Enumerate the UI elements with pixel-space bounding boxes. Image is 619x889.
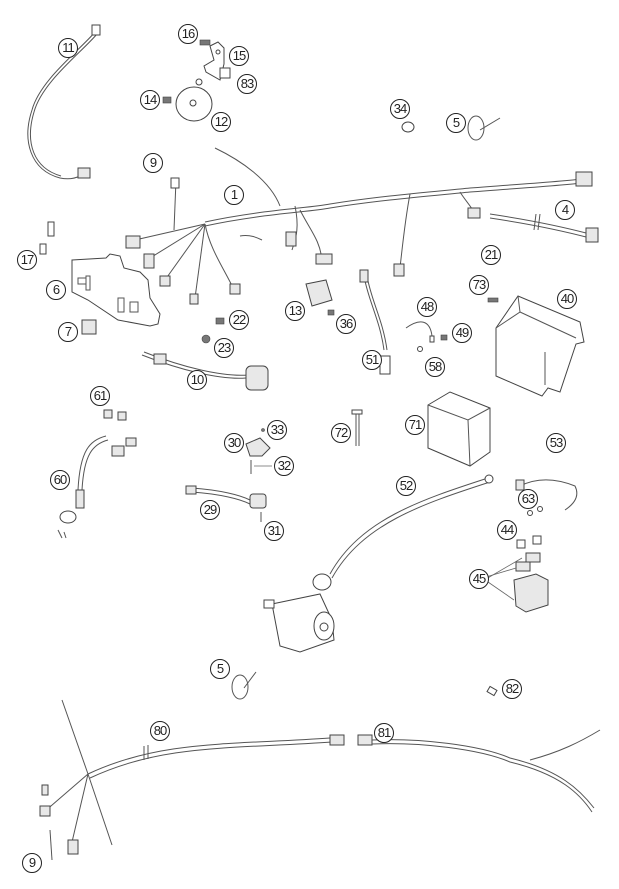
part-13-regulator [305, 279, 333, 307]
callout-14[interactable]: 14 [140, 90, 160, 110]
callout-81[interactable]: 81 [374, 723, 394, 743]
part-61-fuse-holder [103, 409, 127, 421]
callout-23[interactable]: 23 [214, 338, 234, 358]
callout-1[interactable]: 1 [224, 185, 244, 205]
part-60-cable [57, 435, 137, 539]
part-45-starter-relay [485, 552, 549, 613]
part-7-relay [81, 319, 97, 335]
callout-31[interactable]: 31 [264, 521, 284, 541]
part-14-bolt [162, 96, 172, 104]
callout-60[interactable]: 60 [50, 470, 70, 490]
part-34-clip [401, 121, 415, 133]
callout-80[interactable]: 80 [150, 721, 170, 741]
callout-72[interactable]: 72 [331, 423, 351, 443]
part-63-screws [527, 506, 543, 516]
callout-45[interactable]: 45 [469, 569, 489, 589]
callout-40[interactable]: 40 [557, 289, 577, 309]
part-73-screw [487, 297, 499, 303]
callout-32[interactable]: 32 [274, 456, 294, 476]
part-17-bulb [39, 221, 55, 255]
part-53-cable [515, 479, 578, 511]
callout-4[interactable]: 4 [555, 200, 575, 220]
callout-63[interactable]: 63 [518, 489, 538, 509]
callout-6[interactable]: 6 [46, 280, 66, 300]
part-80-harness [39, 699, 345, 861]
callout-5[interactable]: 5 [446, 113, 466, 133]
part-22-screw [215, 317, 225, 325]
callout-53[interactable]: 53 [546, 433, 566, 453]
part-72-fuse [351, 409, 363, 446]
callout-49[interactable]: 49 [452, 323, 472, 343]
part-51-sensor [359, 269, 391, 375]
part-48-wire [405, 321, 435, 343]
part-5-cable-tie [467, 115, 501, 141]
callout-83[interactable]: 83 [237, 74, 257, 94]
callout-7[interactable]: 7 [58, 322, 78, 342]
part-81-harness [357, 729, 601, 813]
callout-51[interactable]: 51 [362, 350, 382, 370]
callout-82[interactable]: 82 [502, 679, 522, 699]
callout-9-lower[interactable]: 9 [22, 853, 42, 873]
part-36-bolt [327, 309, 335, 316]
callout-58[interactable]: 58 [425, 357, 445, 377]
callout-13[interactable]: 13 [285, 301, 305, 321]
part-40-battery-box [495, 295, 585, 397]
callout-5-lower[interactable]: 5 [210, 659, 230, 679]
part-30-cover [245, 437, 271, 457]
callout-17[interactable]: 17 [17, 250, 37, 270]
part-6-mounting-plate [71, 253, 161, 327]
part-4-cable [489, 213, 599, 243]
callout-22[interactable]: 22 [229, 310, 249, 330]
part-52-starter-cable [312, 474, 494, 591]
part-16-bolt [199, 39, 211, 46]
callout-36[interactable]: 36 [336, 314, 356, 334]
part-82-fuse [486, 685, 498, 697]
callout-12[interactable]: 12 [211, 112, 231, 132]
callout-33[interactable]: 33 [267, 420, 287, 440]
callout-29[interactable]: 29 [200, 500, 220, 520]
callout-9[interactable]: 9 [143, 153, 163, 173]
callout-73[interactable]: 73 [469, 275, 489, 295]
part-71-battery [427, 391, 491, 467]
part-32-screw [250, 460, 272, 474]
callout-11[interactable]: 11 [58, 38, 78, 58]
part-58-washer [417, 346, 423, 352]
callout-52[interactable]: 52 [396, 476, 416, 496]
callout-61[interactable]: 61 [90, 386, 110, 406]
part-11-cable [27, 24, 101, 180]
part-23-washer [201, 334, 211, 344]
callout-48[interactable]: 48 [417, 297, 437, 317]
part-12-horn [175, 78, 213, 122]
part-starter-motor [263, 593, 335, 653]
callout-34[interactable]: 34 [390, 99, 410, 119]
callout-10[interactable]: 10 [187, 370, 207, 390]
callout-30[interactable]: 30 [224, 433, 244, 453]
part-33-washer [261, 428, 265, 432]
part-15-bracket [203, 41, 225, 81]
callout-15[interactable]: 15 [229, 46, 249, 66]
part-49-screw [440, 334, 448, 341]
callout-21[interactable]: 21 [481, 245, 501, 265]
part-44-fuses [516, 535, 542, 549]
callout-71[interactable]: 71 [405, 415, 425, 435]
part-5-cable-tie-lower [231, 671, 257, 700]
part-83-nut [219, 67, 231, 79]
part-29-switch [185, 485, 267, 509]
callout-16[interactable]: 16 [178, 24, 198, 44]
callout-44[interactable]: 44 [497, 520, 517, 540]
part-1-main-harness [125, 147, 593, 305]
